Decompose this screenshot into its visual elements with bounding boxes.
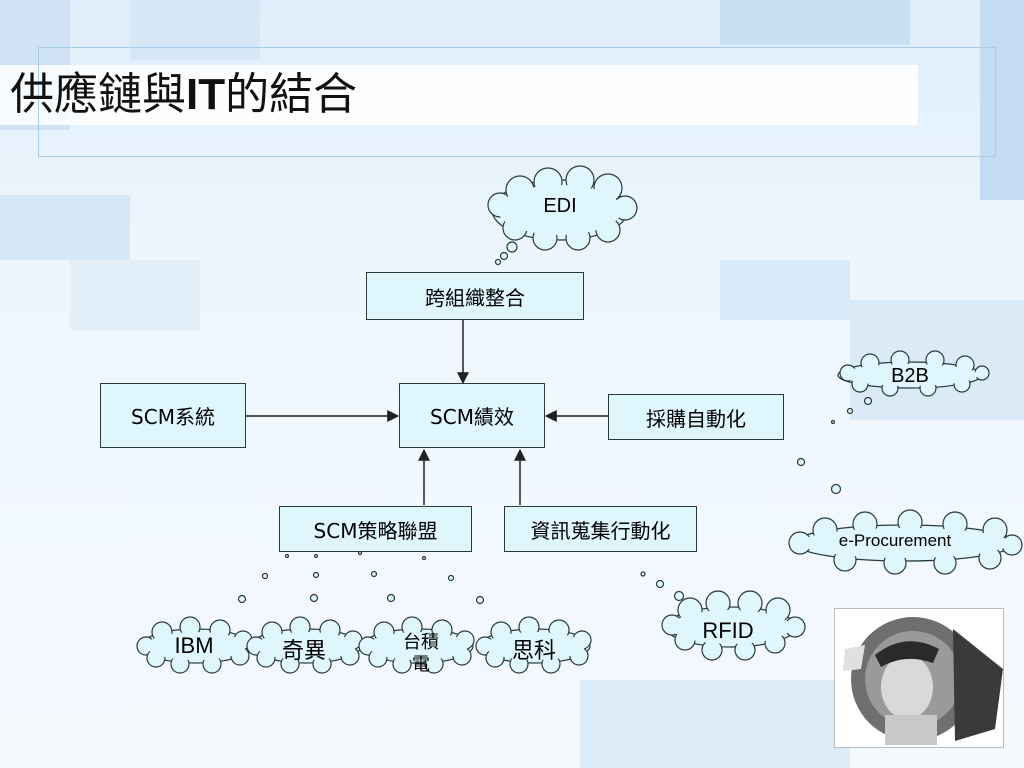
thought-bubble (846, 407, 854, 415)
thought-bubble (796, 457, 806, 467)
background-tile (720, 260, 850, 320)
tsmc-label: 台積 電 (383, 632, 459, 676)
background-tile (130, 0, 260, 60)
rfid-label: RFID (702, 618, 754, 643)
thought-bubble (830, 483, 842, 495)
thought-bubble (673, 590, 685, 602)
b2b-cloud (837, 350, 990, 397)
ibm-cloud (136, 616, 253, 674)
rfid-cloud (661, 590, 806, 661)
e-procurement-cloud (788, 509, 1023, 575)
ibm-label: IBM (174, 633, 214, 658)
thought-bubble (494, 258, 502, 266)
background-tile (0, 195, 130, 260)
b2b-label: B2B (891, 365, 929, 387)
background-tile (720, 0, 910, 45)
tsmc-label-line2: 電 (412, 654, 430, 675)
thought-bubble (830, 419, 836, 425)
qiyi-label: 奇異 (281, 639, 326, 664)
page-title: 供應鏈與IT的結合 (10, 69, 358, 120)
e-procurement-label: e-Procurement (838, 531, 952, 550)
title-frame (38, 47, 996, 157)
qiyi-cloud (246, 616, 363, 674)
thought-bubble (499, 251, 509, 261)
alliance-thought-bubbles (237, 550, 485, 605)
scm-system-box: SCM系統 (100, 383, 246, 448)
thought-bubble (655, 579, 665, 589)
thought-bubble (863, 396, 873, 406)
scm-strategic-alliance-box: SCM策略聯盟 (279, 506, 472, 552)
cross-org-integration-box: 跨組織整合 (366, 272, 584, 320)
cisco-cloud (475, 616, 592, 674)
thought-bubble (640, 571, 646, 577)
background-tile (580, 680, 850, 768)
procurement-automation-box: 採購自動化 (608, 394, 784, 440)
thought-bubble (506, 241, 518, 253)
title-band (0, 65, 918, 125)
tsmc-cloud (358, 616, 475, 674)
tsmc-label-line1: 台積 (403, 632, 439, 653)
edi-cloud (487, 165, 638, 251)
info-collection-automation-box: 資訊蒐集行動化 (504, 506, 697, 552)
cisco-label: 思科 (511, 639, 556, 664)
background-tile (980, 0, 1024, 200)
edi-label: EDI (543, 195, 577, 217)
background-tile (70, 260, 200, 330)
scm-performance-box: SCM績效 (399, 383, 545, 448)
photo-illustration (843, 617, 1003, 745)
decorative-photo (834, 608, 1004, 748)
